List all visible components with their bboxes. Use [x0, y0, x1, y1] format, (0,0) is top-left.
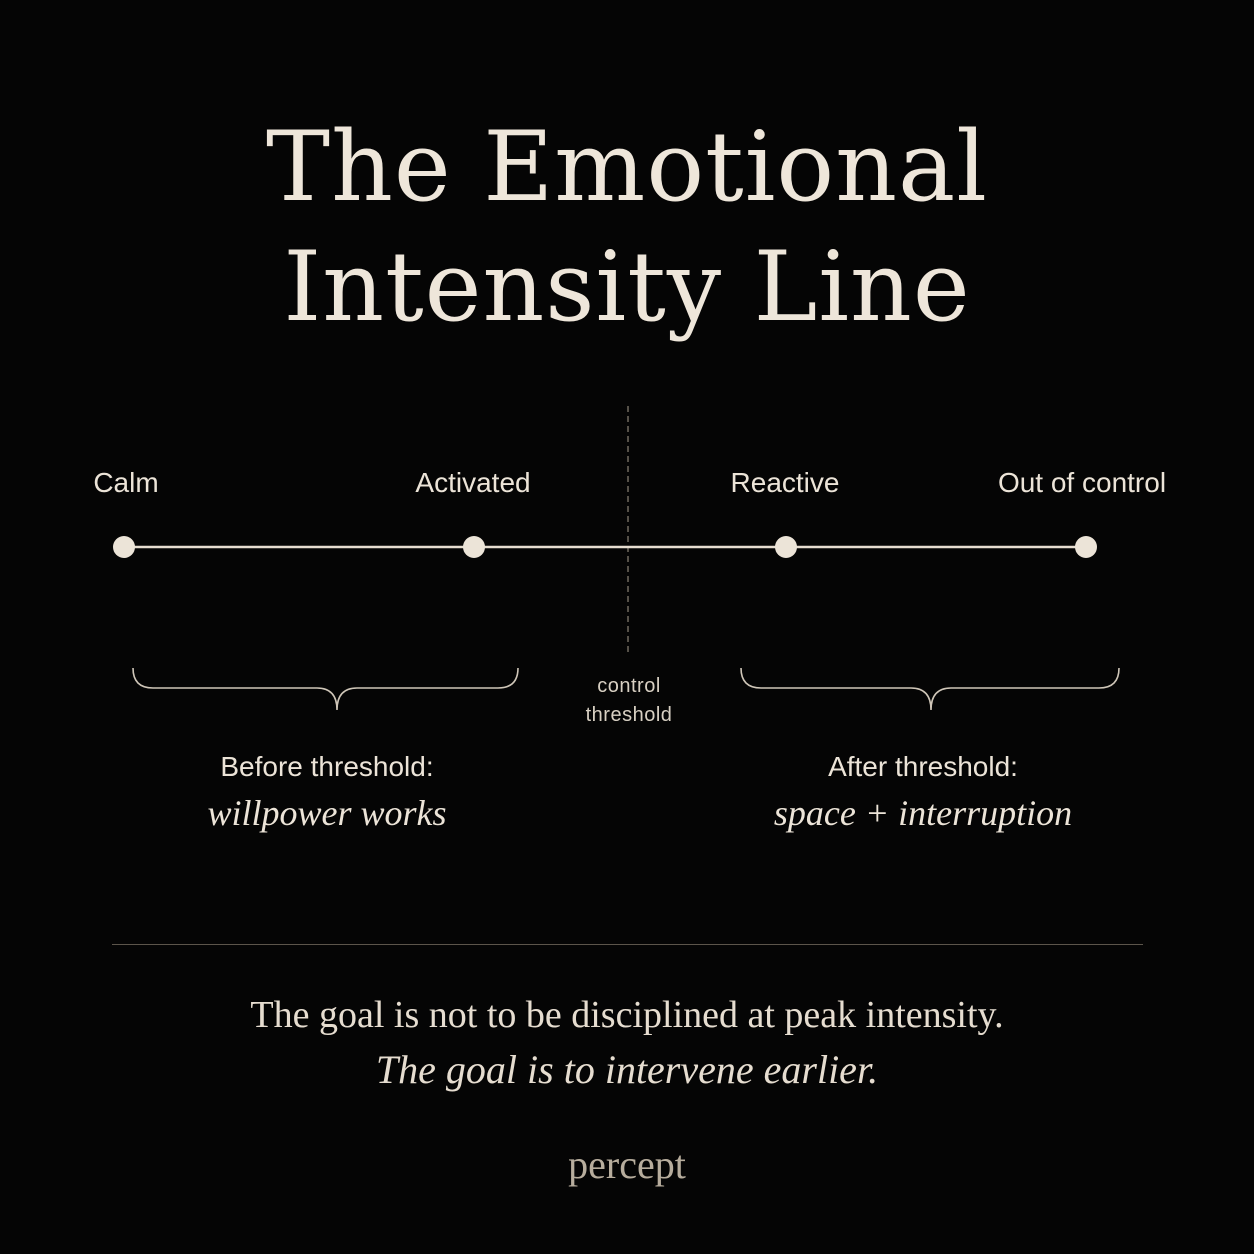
title-line-2: Intensity Line: [283, 231, 971, 343]
before-threshold-subtext: willpower works: [207, 793, 447, 833]
before-threshold-zone: Before threshold: willpower works: [117, 750, 537, 834]
after-threshold-brace: [740, 667, 1120, 711]
stage-label-calm: Calm: [93, 467, 159, 498]
before-threshold-heading: Before threshold:: [220, 751, 434, 782]
before-threshold-brace: [132, 667, 519, 711]
after-threshold-zone: After threshold: space + interruption: [713, 750, 1133, 834]
stage-label-reactive: Reactive: [730, 467, 840, 498]
divider: [112, 944, 1143, 945]
stage-point-calm: [113, 536, 135, 558]
threshold-label-line-1: control: [597, 675, 661, 697]
after-threshold-subtext: space + interruption: [773, 793, 1073, 833]
brand-wordmark: percept: [568, 1142, 686, 1187]
stage-point-out-of-control: [1075, 536, 1097, 558]
title-line-1: The Emotional: [266, 111, 988, 223]
threshold-label-line-2: threshold: [585, 704, 673, 726]
goal-line-1: The goal is not to be disciplined at pea…: [250, 994, 1004, 1036]
stage-label-activated: Activated: [415, 467, 531, 498]
threshold-label: control threshold: [549, 672, 709, 730]
stage-label-out-of-control: Out of control: [997, 467, 1167, 498]
stage-point-reactive: [775, 536, 797, 558]
stage-point-activated: [463, 536, 485, 558]
goal-line-2: The goal is to intervene earlier.: [375, 1047, 879, 1092]
after-threshold-heading: After threshold:: [828, 751, 1018, 782]
